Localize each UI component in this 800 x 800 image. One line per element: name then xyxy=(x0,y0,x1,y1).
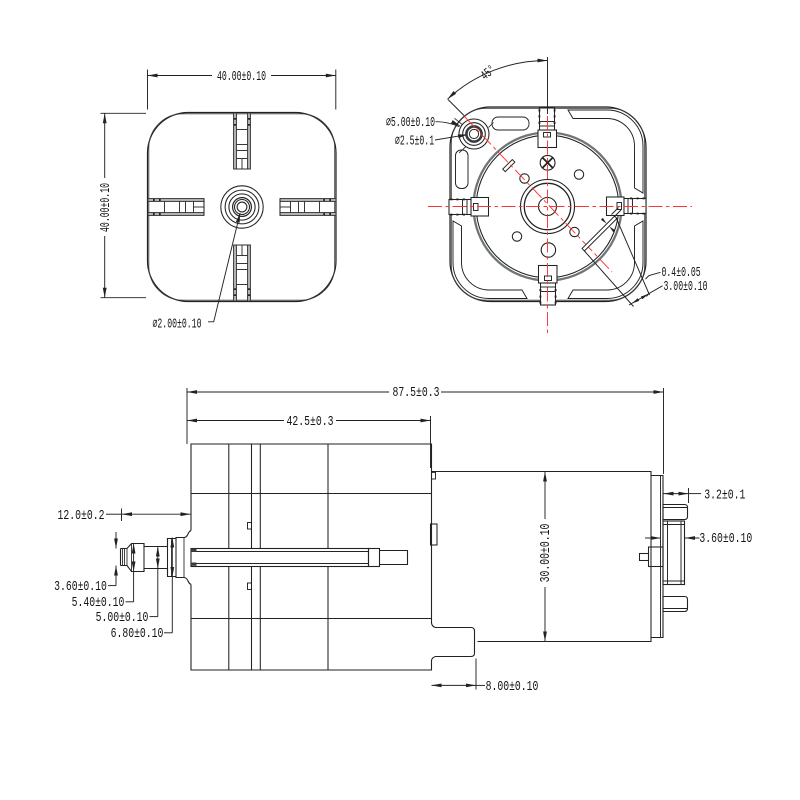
svg-text:3.00±0.10: 3.00±0.10 xyxy=(664,280,708,294)
svg-text:12.0±0.2: 12.0±0.2 xyxy=(58,508,105,524)
svg-text:42.5±0.3: 42.5±0.3 xyxy=(287,414,334,430)
svg-text:40.00±0.10: 40.00±0.10 xyxy=(99,183,113,232)
svg-text:0.4±0.05: 0.4±0.05 xyxy=(662,266,701,280)
svg-text:45°: 45° xyxy=(479,63,500,84)
svg-text:3.60±0.10: 3.60±0.10 xyxy=(54,579,107,595)
svg-text:8.00±0.10: 8.00±0.10 xyxy=(486,678,539,694)
svg-text:∅2.5±0.1: ∅2.5±0.1 xyxy=(395,135,434,149)
svg-text:40.00±0.10: 40.00±0.10 xyxy=(217,70,266,84)
svg-text:∅2.00±0.10: ∅2.00±0.10 xyxy=(153,318,202,332)
svg-text:5.40±0.10: 5.40±0.10 xyxy=(72,595,125,611)
svg-text:30.00±0.10: 30.00±0.10 xyxy=(538,524,554,583)
svg-text:87.5±0.3: 87.5±0.3 xyxy=(393,385,440,401)
svg-text:5.00±0.10: 5.00±0.10 xyxy=(96,610,149,626)
svg-text:3.60±0.10: 3.60±0.10 xyxy=(699,531,752,547)
svg-text:∅5.00±0.10: ∅5.00±0.10 xyxy=(386,116,435,130)
svg-text:6.80±0.10: 6.80±0.10 xyxy=(111,626,164,642)
svg-text:3.2±0.1: 3.2±0.1 xyxy=(704,487,745,503)
